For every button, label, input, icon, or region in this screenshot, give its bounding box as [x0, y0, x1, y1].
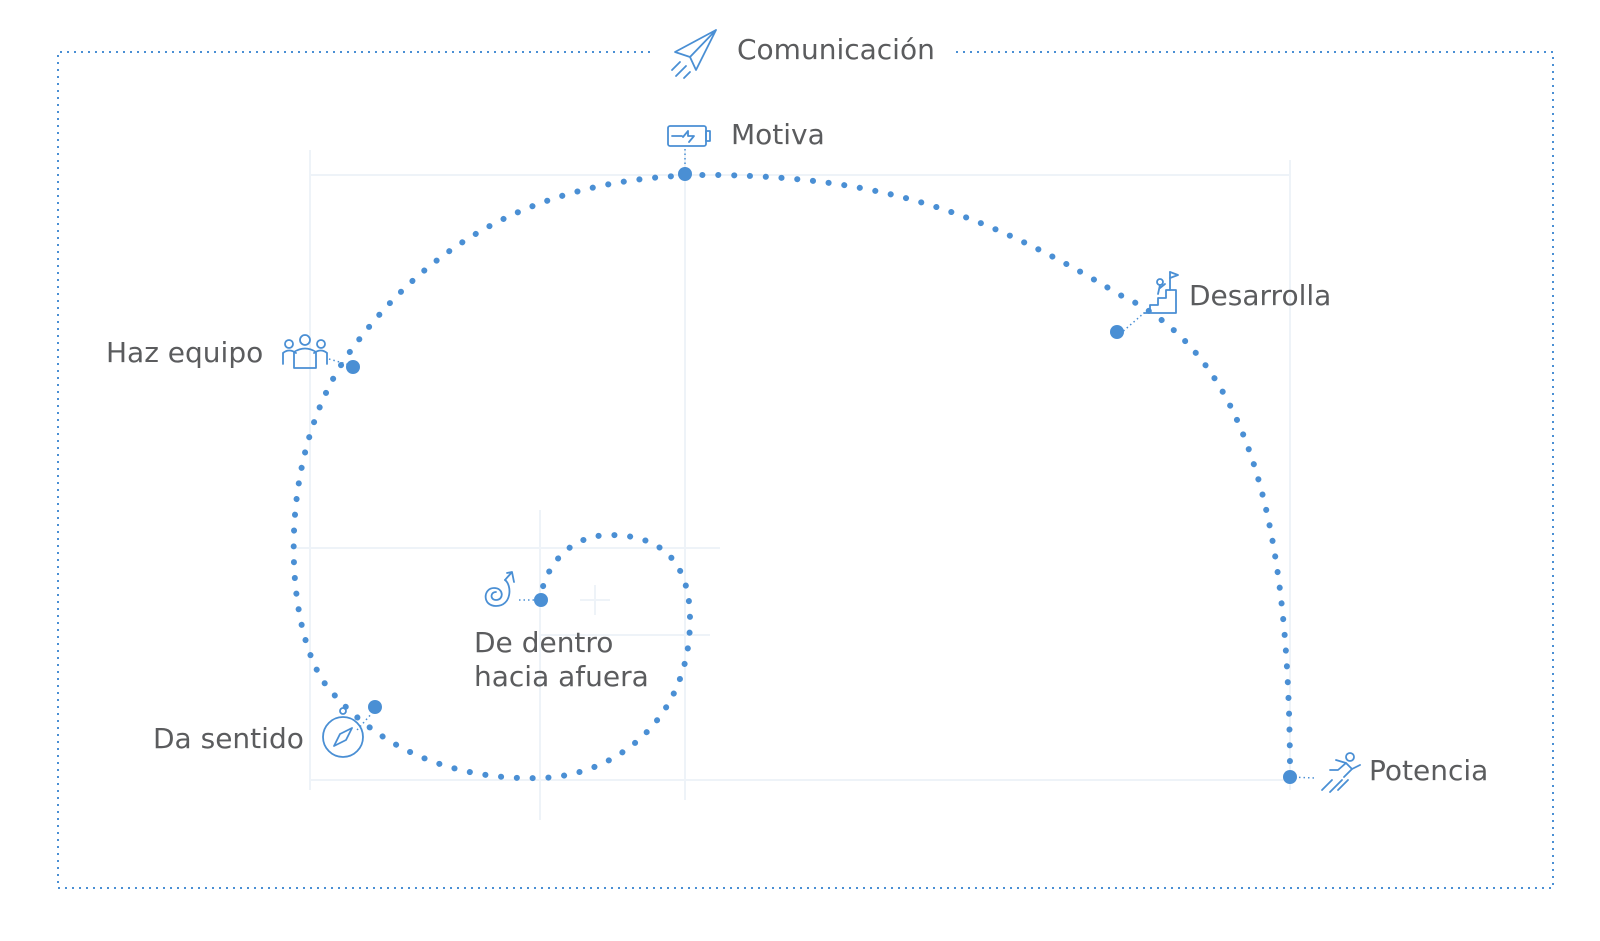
battery-charging-icon: [667, 125, 711, 147]
node-label-de-dentro-line-2: hacia afuera: [474, 660, 649, 693]
node-dot-potencia: [1283, 770, 1297, 784]
compass-icon: [322, 707, 364, 758]
node-dot-da-sentido: [368, 700, 382, 714]
node-label-de-dentro-line-1: De dentro: [474, 626, 614, 659]
frame-border: [57, 51, 1554, 889]
node-label-da-sentido: Da sentido: [153, 722, 304, 755]
climbing-stairs-flag-icon: [1143, 271, 1179, 314]
node-dot-de-dentro: [534, 593, 548, 607]
node-dot-desarrolla: [1110, 325, 1124, 339]
node-label-desarrolla: Desarrolla: [1189, 279, 1332, 312]
node-label-motiva: Motiva: [731, 118, 825, 151]
frame-title: Comunicación: [727, 33, 945, 67]
node-label-de-dentro: De dentro hacia afuera: [474, 626, 694, 694]
construction-grid: [295, 150, 1291, 820]
node-label-potencia: Potencia: [1369, 754, 1489, 787]
node-dots: [346, 167, 1297, 784]
paper-plane-icon: [671, 29, 717, 79]
team-group-icon: [282, 334, 328, 369]
running-speed-icon: [1321, 752, 1361, 793]
spiral-path: [290, 171, 1293, 782]
node-dot-motiva: [678, 167, 692, 181]
spiral-arrow-icon: [484, 571, 515, 607]
node-dot-haz-equipo: [346, 360, 360, 374]
node-label-haz-equipo: Haz equipo: [106, 336, 264, 369]
